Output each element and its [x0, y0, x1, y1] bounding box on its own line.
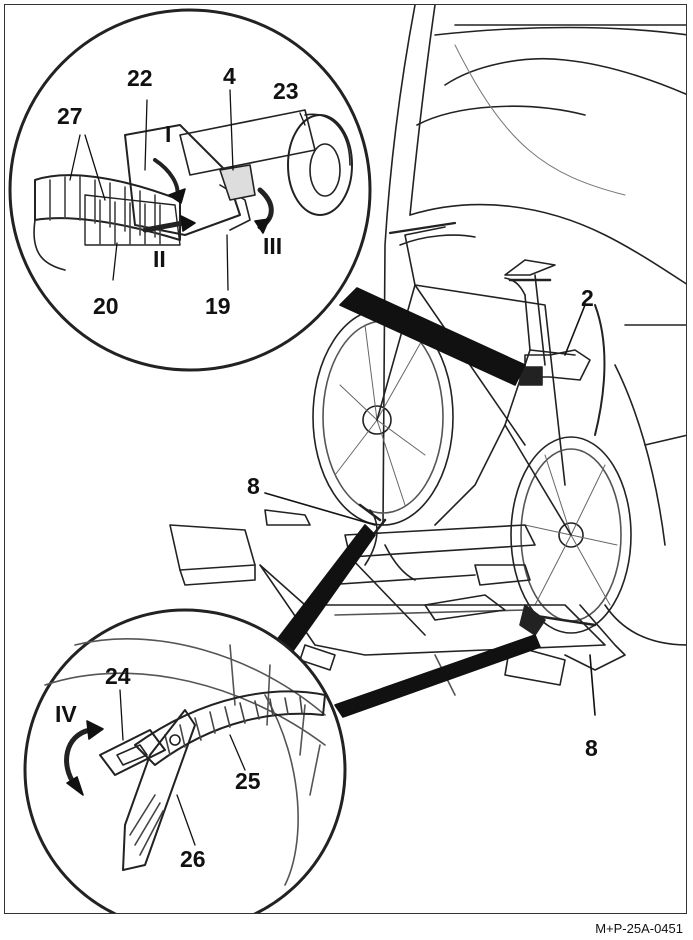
callout-23: 23 [273, 78, 299, 104]
callout-25: 25 [235, 768, 261, 794]
callout-19: 19 [205, 293, 231, 319]
callout-4: 4 [223, 63, 236, 89]
callout-8-lower: 8 [585, 735, 598, 761]
callout-step-I: I [165, 121, 172, 147]
front-bicycle [434, 277, 632, 634]
callout-26: 26 [180, 846, 206, 872]
figure-frame: 27 22 4 23 I II III 20 19 2 8 8 24 IV 25… [4, 4, 687, 914]
callout-step-III: III [263, 233, 283, 259]
callout-22: 22 [127, 65, 153, 91]
vehicle-rear [382, 5, 686, 646]
callout-24: 24 [105, 663, 131, 689]
bike-carrier-illustration [8, 5, 686, 913]
callout-8-upper: 8 [247, 473, 260, 499]
figure-reference-code: M+P-25A-0451 [595, 921, 683, 936]
callout-step-IV: IV [55, 701, 77, 727]
frame-holder-arm [519, 304, 606, 436]
leader-lines [264, 287, 596, 718]
magnifier-wheel-strap [23, 608, 347, 913]
callout-20: 20 [93, 293, 119, 319]
callout-27: 27 [57, 103, 83, 129]
magnifier-frame-holder [8, 8, 372, 372]
callout-2: 2 [581, 285, 594, 311]
callout-step-II: II [153, 246, 166, 272]
